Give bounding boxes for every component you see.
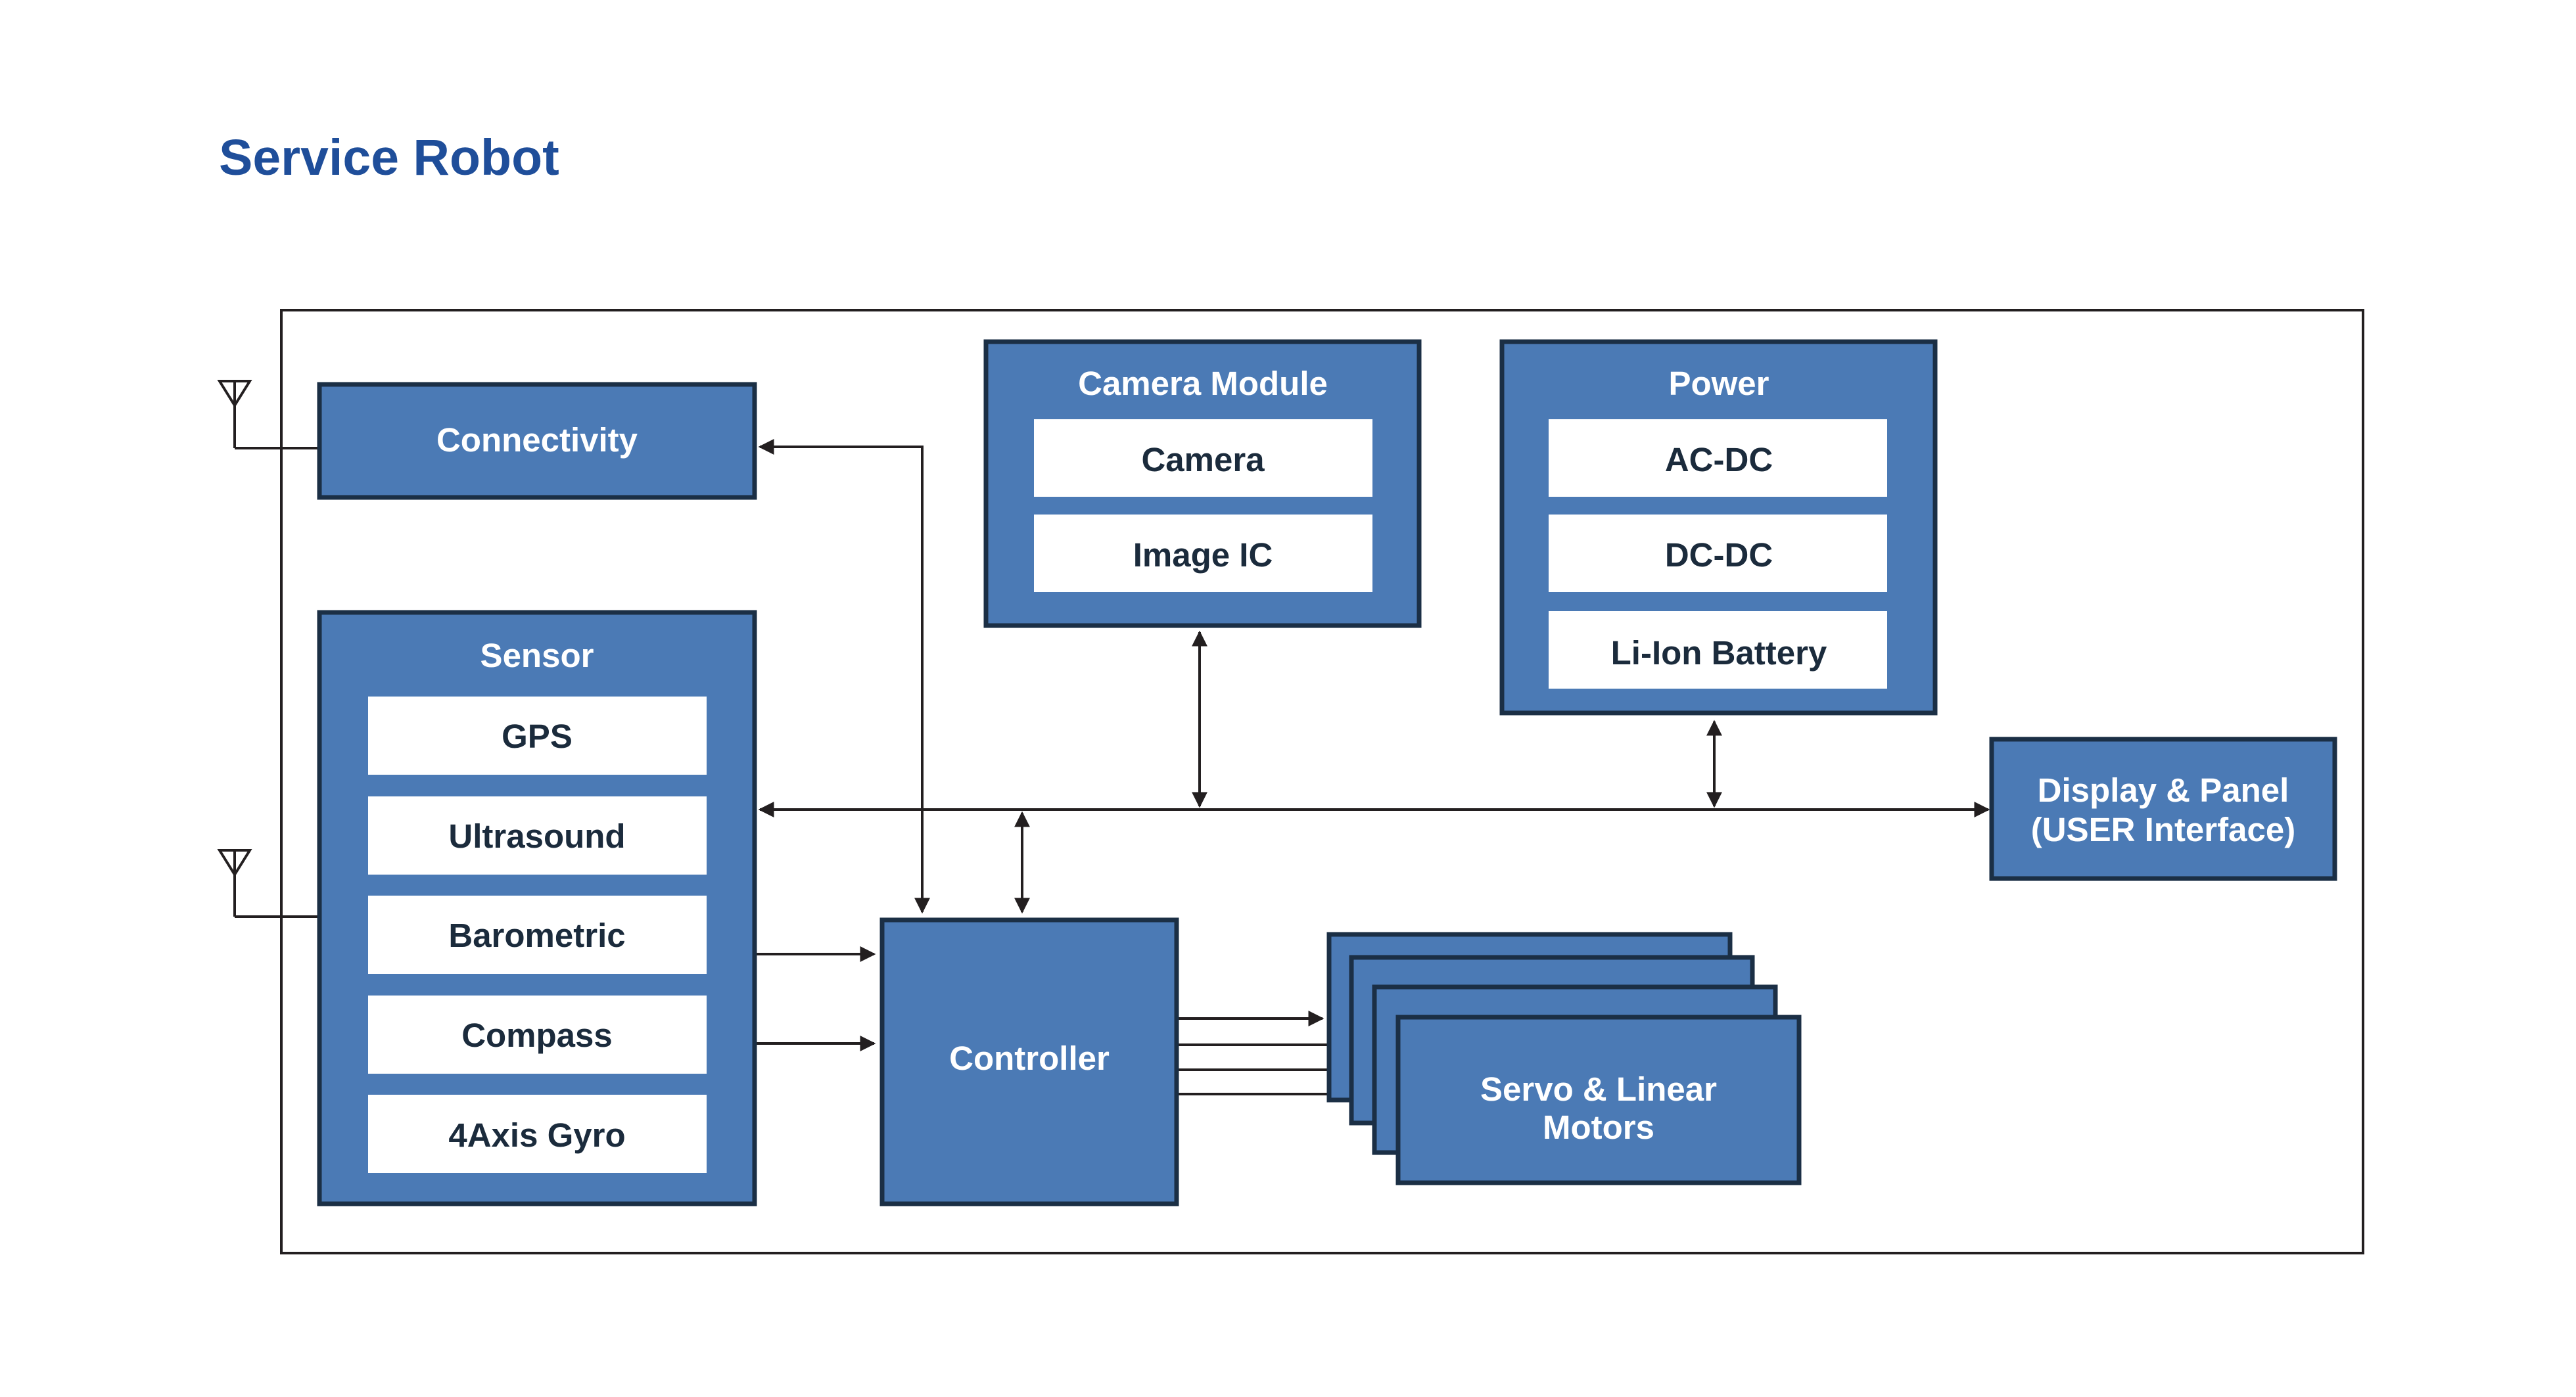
motors-label-line2: Motors — [1543, 1109, 1654, 1146]
sensor-item-ultrasound: Ultrasound — [448, 817, 625, 855]
power-item-dc-dc: DC-DC — [1665, 536, 1773, 574]
power-item-ac-dc: AC-DC — [1665, 441, 1773, 478]
camera-module-item-camera: Camera — [1141, 441, 1265, 478]
antenna-icon — [217, 380, 319, 449]
controller-block: Controller — [879, 917, 1179, 1206]
motors-block: Servo & Linear Motors — [1326, 932, 1802, 1185]
motors-label-line1: Servo & Linear — [1480, 1070, 1717, 1108]
connection-lines — [754, 439, 1990, 1102]
sensor-item-gps: GPS — [502, 718, 573, 755]
sensor-item-compass: Compass — [461, 1017, 613, 1054]
antenna-icon — [217, 849, 319, 918]
camera-module-block: Camera Module Camera Image IC — [983, 339, 1422, 628]
connectivity-controller-link — [758, 439, 930, 914]
sensor-item-4axis-gyro: 4Axis Gyro — [448, 1116, 625, 1154]
camera-module-item-image-ic: Image IC — [1133, 536, 1273, 574]
sensor-label: Sensor — [480, 637, 594, 674]
power-label: Power — [1668, 365, 1769, 402]
camera-module-label: Camera Module — [1078, 365, 1328, 402]
page-title: Service Robot — [219, 129, 559, 186]
display-panel-block: Display & Panel (USER Interface) — [1989, 737, 2337, 881]
display-label-line2: (USER Interface) — [2031, 811, 2295, 848]
sensor-block: Sensor GPS Ultrasound Barometric Compass… — [317, 610, 757, 1206]
system-frame — [280, 309, 2364, 1254]
power-block: Power AC-DC DC-DC Li-Ion Battery — [1499, 339, 1938, 716]
sensor-item-barometric: Barometric — [448, 917, 625, 954]
connectivity-block: Connectivity — [317, 382, 757, 500]
controller-label: Controller — [949, 1040, 1110, 1077]
connectivity-label: Connectivity — [436, 421, 638, 459]
power-item-li-ion-battery: Li-Ion Battery — [1611, 634, 1827, 672]
display-label-line1: Display & Panel — [2038, 771, 2289, 809]
